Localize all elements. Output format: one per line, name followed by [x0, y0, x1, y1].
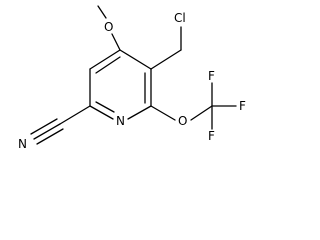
structure-diagram: Cl O N N O F F F — [18, 5, 246, 151]
bond-c5-c4-double — [95, 56, 121, 74]
bond-o-c4 — [111, 33, 121, 51]
bond-c3-ch2 — [150, 49, 182, 70]
atom-n-ring: N — [116, 114, 125, 128]
bonds — [30, 5, 237, 145]
bond-o-cf3 — [190, 105, 213, 121]
bond-c6-cn — [59, 105, 91, 125]
atom-labels: Cl O N N O F F F — [18, 11, 246, 151]
atom-f-bottom: F — [208, 129, 215, 143]
bond-c2-n — [127, 105, 152, 120]
bond-methyl-o — [97, 5, 107, 19]
bond-c2-o — [150, 105, 176, 121]
atom-f-top: F — [208, 69, 215, 83]
bond-n-c6-double — [95, 101, 115, 113]
bond-c4-c3 — [119, 49, 152, 70]
atom-o-methoxy: O — [104, 20, 113, 34]
bond-cn-triple-3 — [36, 128, 64, 145]
bond-cn-triple-2 — [30, 118, 58, 135]
bond-c5-c4 — [89, 49, 121, 70]
atom-o-ether: O — [178, 114, 187, 128]
bond-cn-triple-1 — [33, 123, 61, 140]
atom-n-nitrile: N — [18, 137, 27, 151]
molecule-svg: Cl O N N O F F F — [18, 5, 246, 151]
bond-n-c6 — [89, 105, 114, 120]
atom-f-right: F — [239, 99, 246, 113]
atom-cl: Cl — [174, 11, 186, 25]
